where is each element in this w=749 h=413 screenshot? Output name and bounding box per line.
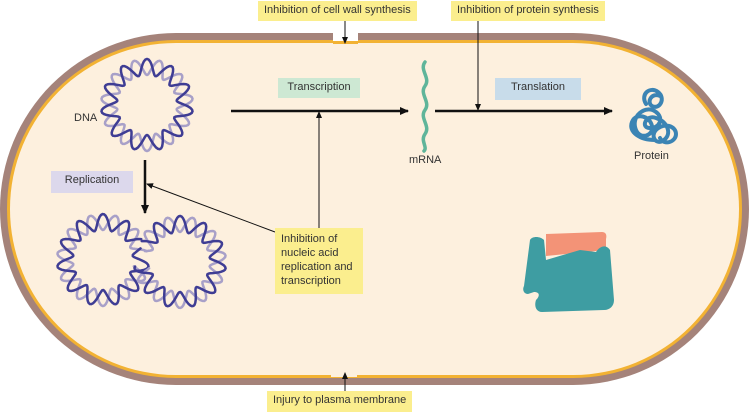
dna-label: DNA xyxy=(74,112,98,124)
nucleic-line-4: transcription xyxy=(281,275,341,287)
membrane-gap xyxy=(331,372,357,377)
replication-label: Replication xyxy=(51,171,133,193)
replication-inhibition-pointer xyxy=(146,183,276,233)
protein-structure xyxy=(629,87,678,145)
protein-synthesis-inhibition-label: Inhibition of protein synthesis xyxy=(451,1,605,21)
replicated-dna xyxy=(56,212,227,310)
dna-circle xyxy=(100,57,194,153)
nucleic-line-1: Inhibition of xyxy=(281,233,338,245)
mrna-strand xyxy=(421,60,429,153)
cell-wall-inhibition-label: Inhibition of cell wall synthesis xyxy=(258,1,417,21)
translation-label: Translation xyxy=(495,78,581,100)
ribosome xyxy=(523,232,614,312)
nucleic-line-2: nucleic acid xyxy=(281,247,339,259)
nucleic-acid-inhibition-label: Inhibition of nucleic acid replication a… xyxy=(275,228,363,294)
plasma-membrane-injury-label: Injury to plasma membrane xyxy=(267,391,413,412)
transcription-label: Transcription xyxy=(278,78,360,98)
mrna-label: mRNA xyxy=(409,154,442,166)
nucleic-line-3: replication and xyxy=(281,261,353,273)
protein-label: Protein xyxy=(634,150,669,162)
